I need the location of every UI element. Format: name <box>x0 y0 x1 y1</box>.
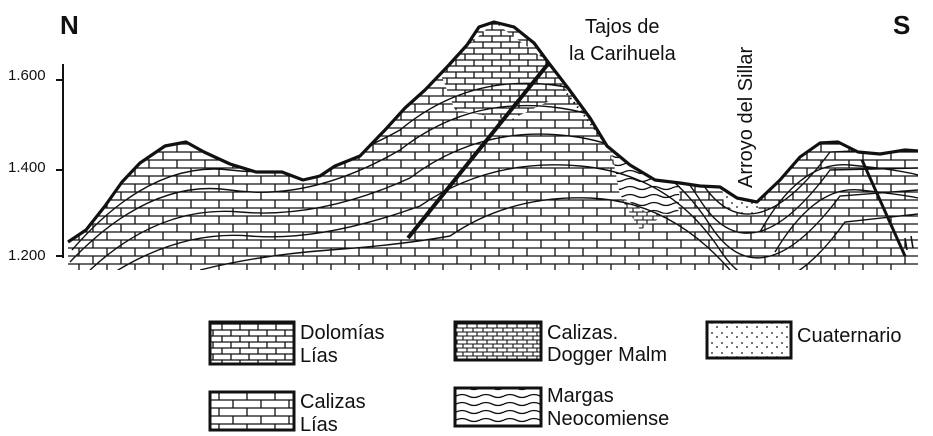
legend-calizas-lias-line2: Lías <box>300 414 338 436</box>
legend: Dolomías Lías Calizas. Dogger Malm Cuate… <box>208 320 902 436</box>
legend-item-margas: Margas Neocomiense <box>453 385 669 430</box>
legend-margas-line2: Neocomiense <box>547 408 669 430</box>
altitude-axis: 1.600 1.400 1.200 <box>8 64 64 264</box>
legend-item-dolomias: Dolomías Lías <box>208 320 384 367</box>
altitude-label-1600: 1.600 <box>8 67 46 84</box>
valley-label: Arroyo del Sillar <box>735 46 757 188</box>
peak-label-line1: Tajos de <box>585 16 660 38</box>
relief-profile <box>67 20 919 270</box>
fault-line-main <box>406 62 550 240</box>
fault-line-south <box>860 159 907 257</box>
peak-label-line2: la Carihuela <box>569 43 677 65</box>
south-label: S <box>893 10 910 40</box>
altitude-label-1200: 1.200 <box>8 247 46 264</box>
legend-calizas-lias-line1: Calizas <box>300 391 366 413</box>
legend-dolomias-line1: Dolomías <box>300 322 384 344</box>
legend-calizas-dogger-line2: Dogger Malm <box>547 344 667 366</box>
legend-item-cuaternario: Cuaternario <box>705 320 902 360</box>
legend-calizas-dogger-line1: Calizas. <box>547 322 618 344</box>
north-label: N <box>60 10 79 40</box>
legend-margas-line1: Margas <box>547 385 614 407</box>
legend-cuaternario-line1: Cuaternario <box>797 325 902 347</box>
altitude-label-1400: 1.400 <box>8 159 46 176</box>
legend-item-calizas-lias: Calizas Lías <box>208 390 366 436</box>
legend-dolomias-line2: Lías <box>300 345 338 367</box>
legend-item-calizas-dogger: Calizas. Dogger Malm <box>453 320 667 366</box>
